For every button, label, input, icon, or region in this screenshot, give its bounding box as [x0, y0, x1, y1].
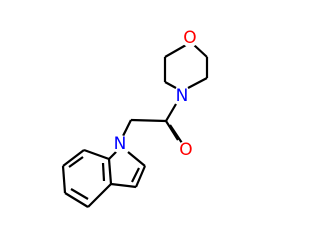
- indole-nitrogen-label: N: [114, 134, 127, 154]
- bond-c7a-n1: [108, 150, 118, 160]
- bond-c4-c3a: [87, 183, 112, 208]
- bond-o-c-upper-left: [164, 44, 187, 58]
- bond-c7-c6-inner: [68, 156, 84, 168]
- bond-c2-c3-inner: [131, 167, 140, 183]
- morpholine-ring: [163, 44, 209, 89]
- bond-carbonyl-ch2: [130, 118, 167, 123]
- bond-c3a-c7a: [107, 158, 113, 185]
- bond-c3-c3a: [110, 182, 137, 189]
- indole-ring-system: [61, 148, 147, 208]
- molecule-structure: O N O N: [61, 28, 209, 208]
- bond-carbonyl-double-2: [169, 124, 183, 144]
- bond-c7-c6: [62, 149, 85, 167]
- morpholine-nitrogen-label: N: [176, 86, 189, 106]
- bond-c5-c4-inner: [70, 188, 89, 200]
- amide-linker: [122, 103, 183, 144]
- bond-n-carbonyl-carbon: [165, 103, 177, 122]
- bond-c2-c3: [134, 165, 147, 188]
- bond-c-o-upper-right: [193, 44, 208, 58]
- bond-c7a-c7: [83, 148, 110, 161]
- atom-labels: O N O N: [111, 28, 199, 160]
- bond-n1-c2: [127, 151, 146, 167]
- bond-carbonyl-double-1: [165, 120, 179, 141]
- bond-ch2-indole-n: [122, 119, 132, 137]
- bond-c5-c4: [64, 192, 89, 208]
- bond-c6-c5: [61, 165, 67, 194]
- bond-c3a-c7a-inner: [101, 162, 106, 182]
- carbonyl-oxygen-label: O: [179, 140, 192, 160]
- bond-n-c-lower-right: [187, 77, 208, 89]
- morpholine-oxygen-label: O: [183, 28, 196, 48]
- bond-c-n-lower-left: [164, 81, 177, 89]
- structure-canvas: O N O N: [61, 28, 209, 208]
